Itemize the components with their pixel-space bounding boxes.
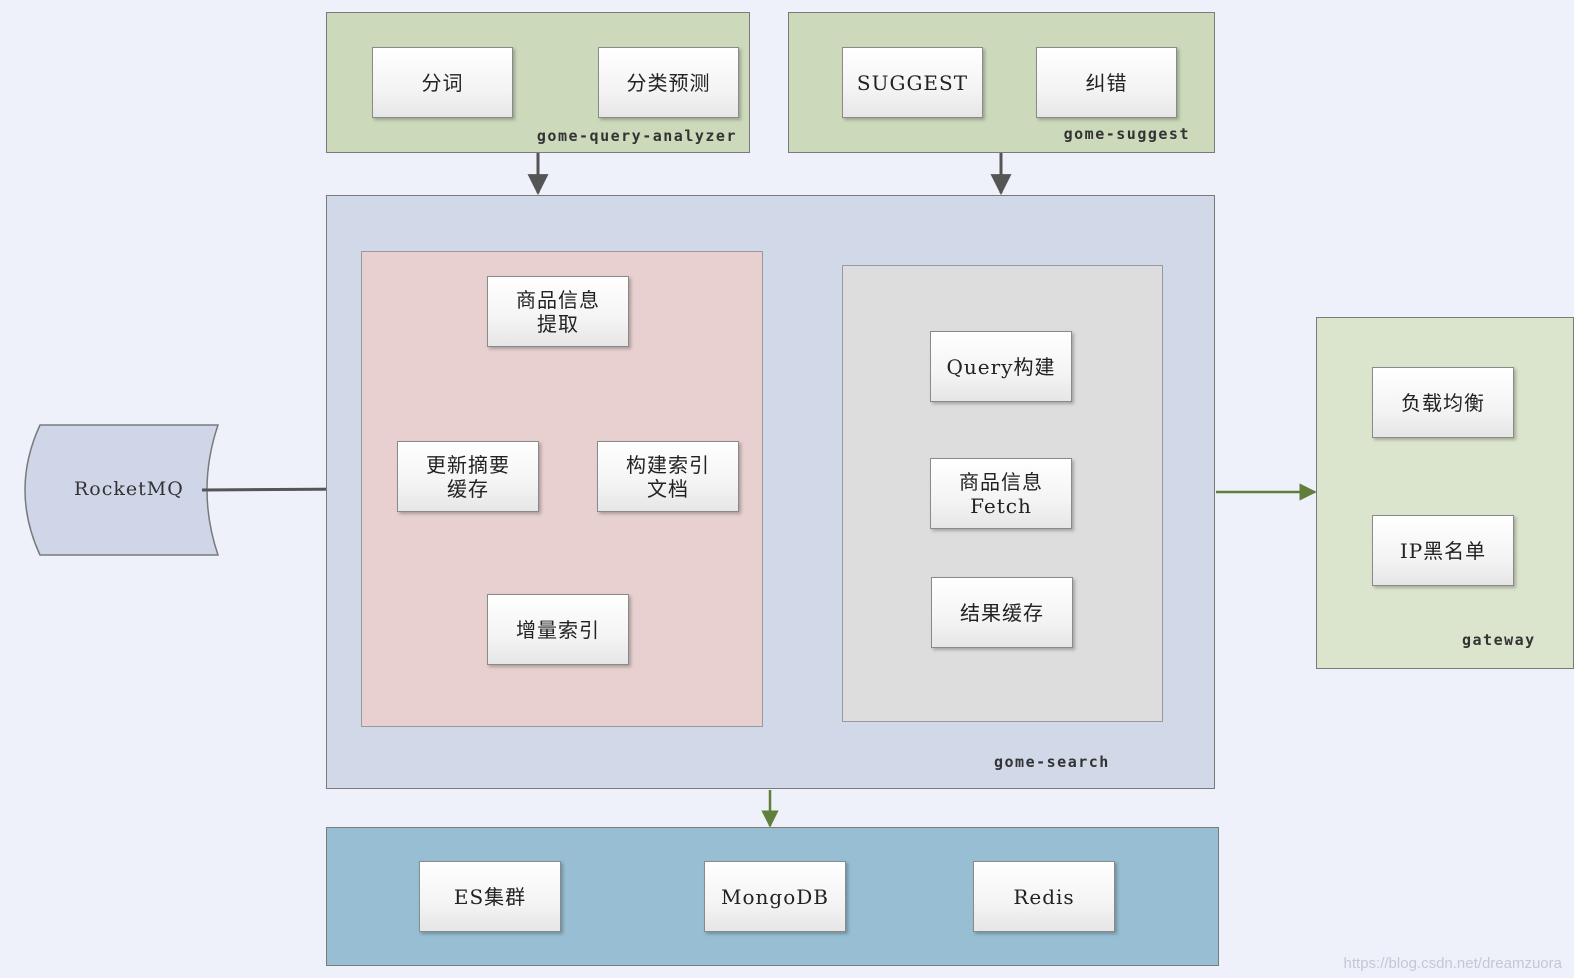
fetch-line2: Fetch xyxy=(970,493,1032,518)
fetch-line1: 商品信息 xyxy=(959,469,1043,494)
update-cache-line1: 更新摘要 xyxy=(426,452,510,477)
ip-blacklist-box: IP黑名单 xyxy=(1372,515,1514,586)
suggest-box: SUGGEST xyxy=(842,47,983,118)
mongodb-label: MongoDB xyxy=(721,884,829,909)
correction-box: 纠错 xyxy=(1036,47,1177,118)
category-prediction-label: 分类预测 xyxy=(626,70,711,95)
redis-box: Redis xyxy=(973,861,1115,932)
extract-line1: 商品信息 xyxy=(516,287,600,312)
mongodb-box: MongoDB xyxy=(704,861,846,932)
update-cache-line2: 缓存 xyxy=(447,476,489,501)
correction-label: 纠错 xyxy=(1085,70,1128,95)
redis-label: Redis xyxy=(1013,884,1075,909)
update-cache-box: 更新摘要 缓存 xyxy=(397,441,539,512)
fetch-box: 商品信息 Fetch xyxy=(930,458,1072,529)
watermark: https://blog.csdn.net/dreamzuora xyxy=(1343,955,1562,972)
load-balance-box: 负载均衡 xyxy=(1372,367,1514,438)
query-build-box: Query构建 xyxy=(930,331,1072,402)
query-build-label: Query构建 xyxy=(946,354,1056,379)
build-doc-line1: 构建索引 xyxy=(626,452,710,477)
suggest-label: SUGGEST xyxy=(856,70,969,95)
extract-line2: 提取 xyxy=(537,311,579,336)
segmentation-box: 分词 xyxy=(372,47,513,118)
suggest-group: SUGGEST 纠错 gome-suggest xyxy=(788,12,1215,153)
search-tag: gome-search xyxy=(994,753,1110,771)
rocketmq-shape xyxy=(24,424,220,556)
result-cache-label: 结果缓存 xyxy=(960,600,1044,625)
load-balance-label: 负载均衡 xyxy=(1401,390,1485,415)
incremental-index-box: 增量索引 xyxy=(487,594,629,665)
gateway-group: 负载均衡 IP黑名单 gateway xyxy=(1316,317,1574,669)
incremental-index-label: 增量索引 xyxy=(516,617,600,642)
analyzer-group: 分词 分类预测 gome-query-analyzer xyxy=(326,12,750,153)
es-cluster-box: ES集群 xyxy=(419,861,561,932)
ip-blacklist-label: IP黑名单 xyxy=(1399,538,1487,563)
analyzer-tag: gome-query-analyzer xyxy=(536,127,737,145)
rocketmq-label: RocketMQ xyxy=(74,478,184,500)
gateway-tag: gateway xyxy=(1462,631,1536,649)
es-cluster-label: ES集群 xyxy=(453,884,527,909)
result-cache-box: 结果缓存 xyxy=(931,577,1073,648)
build-doc-box: 构建索引 文档 xyxy=(597,441,739,512)
build-doc-line2: 文档 xyxy=(647,476,689,501)
suggest-tag: gome-suggest xyxy=(1063,125,1190,143)
extract-box: 商品信息 提取 xyxy=(487,276,629,347)
segmentation-label: 分词 xyxy=(421,70,464,95)
storage-group: ES集群 MongoDB Redis xyxy=(326,827,1219,966)
category-prediction-box: 分类预测 xyxy=(598,47,739,118)
